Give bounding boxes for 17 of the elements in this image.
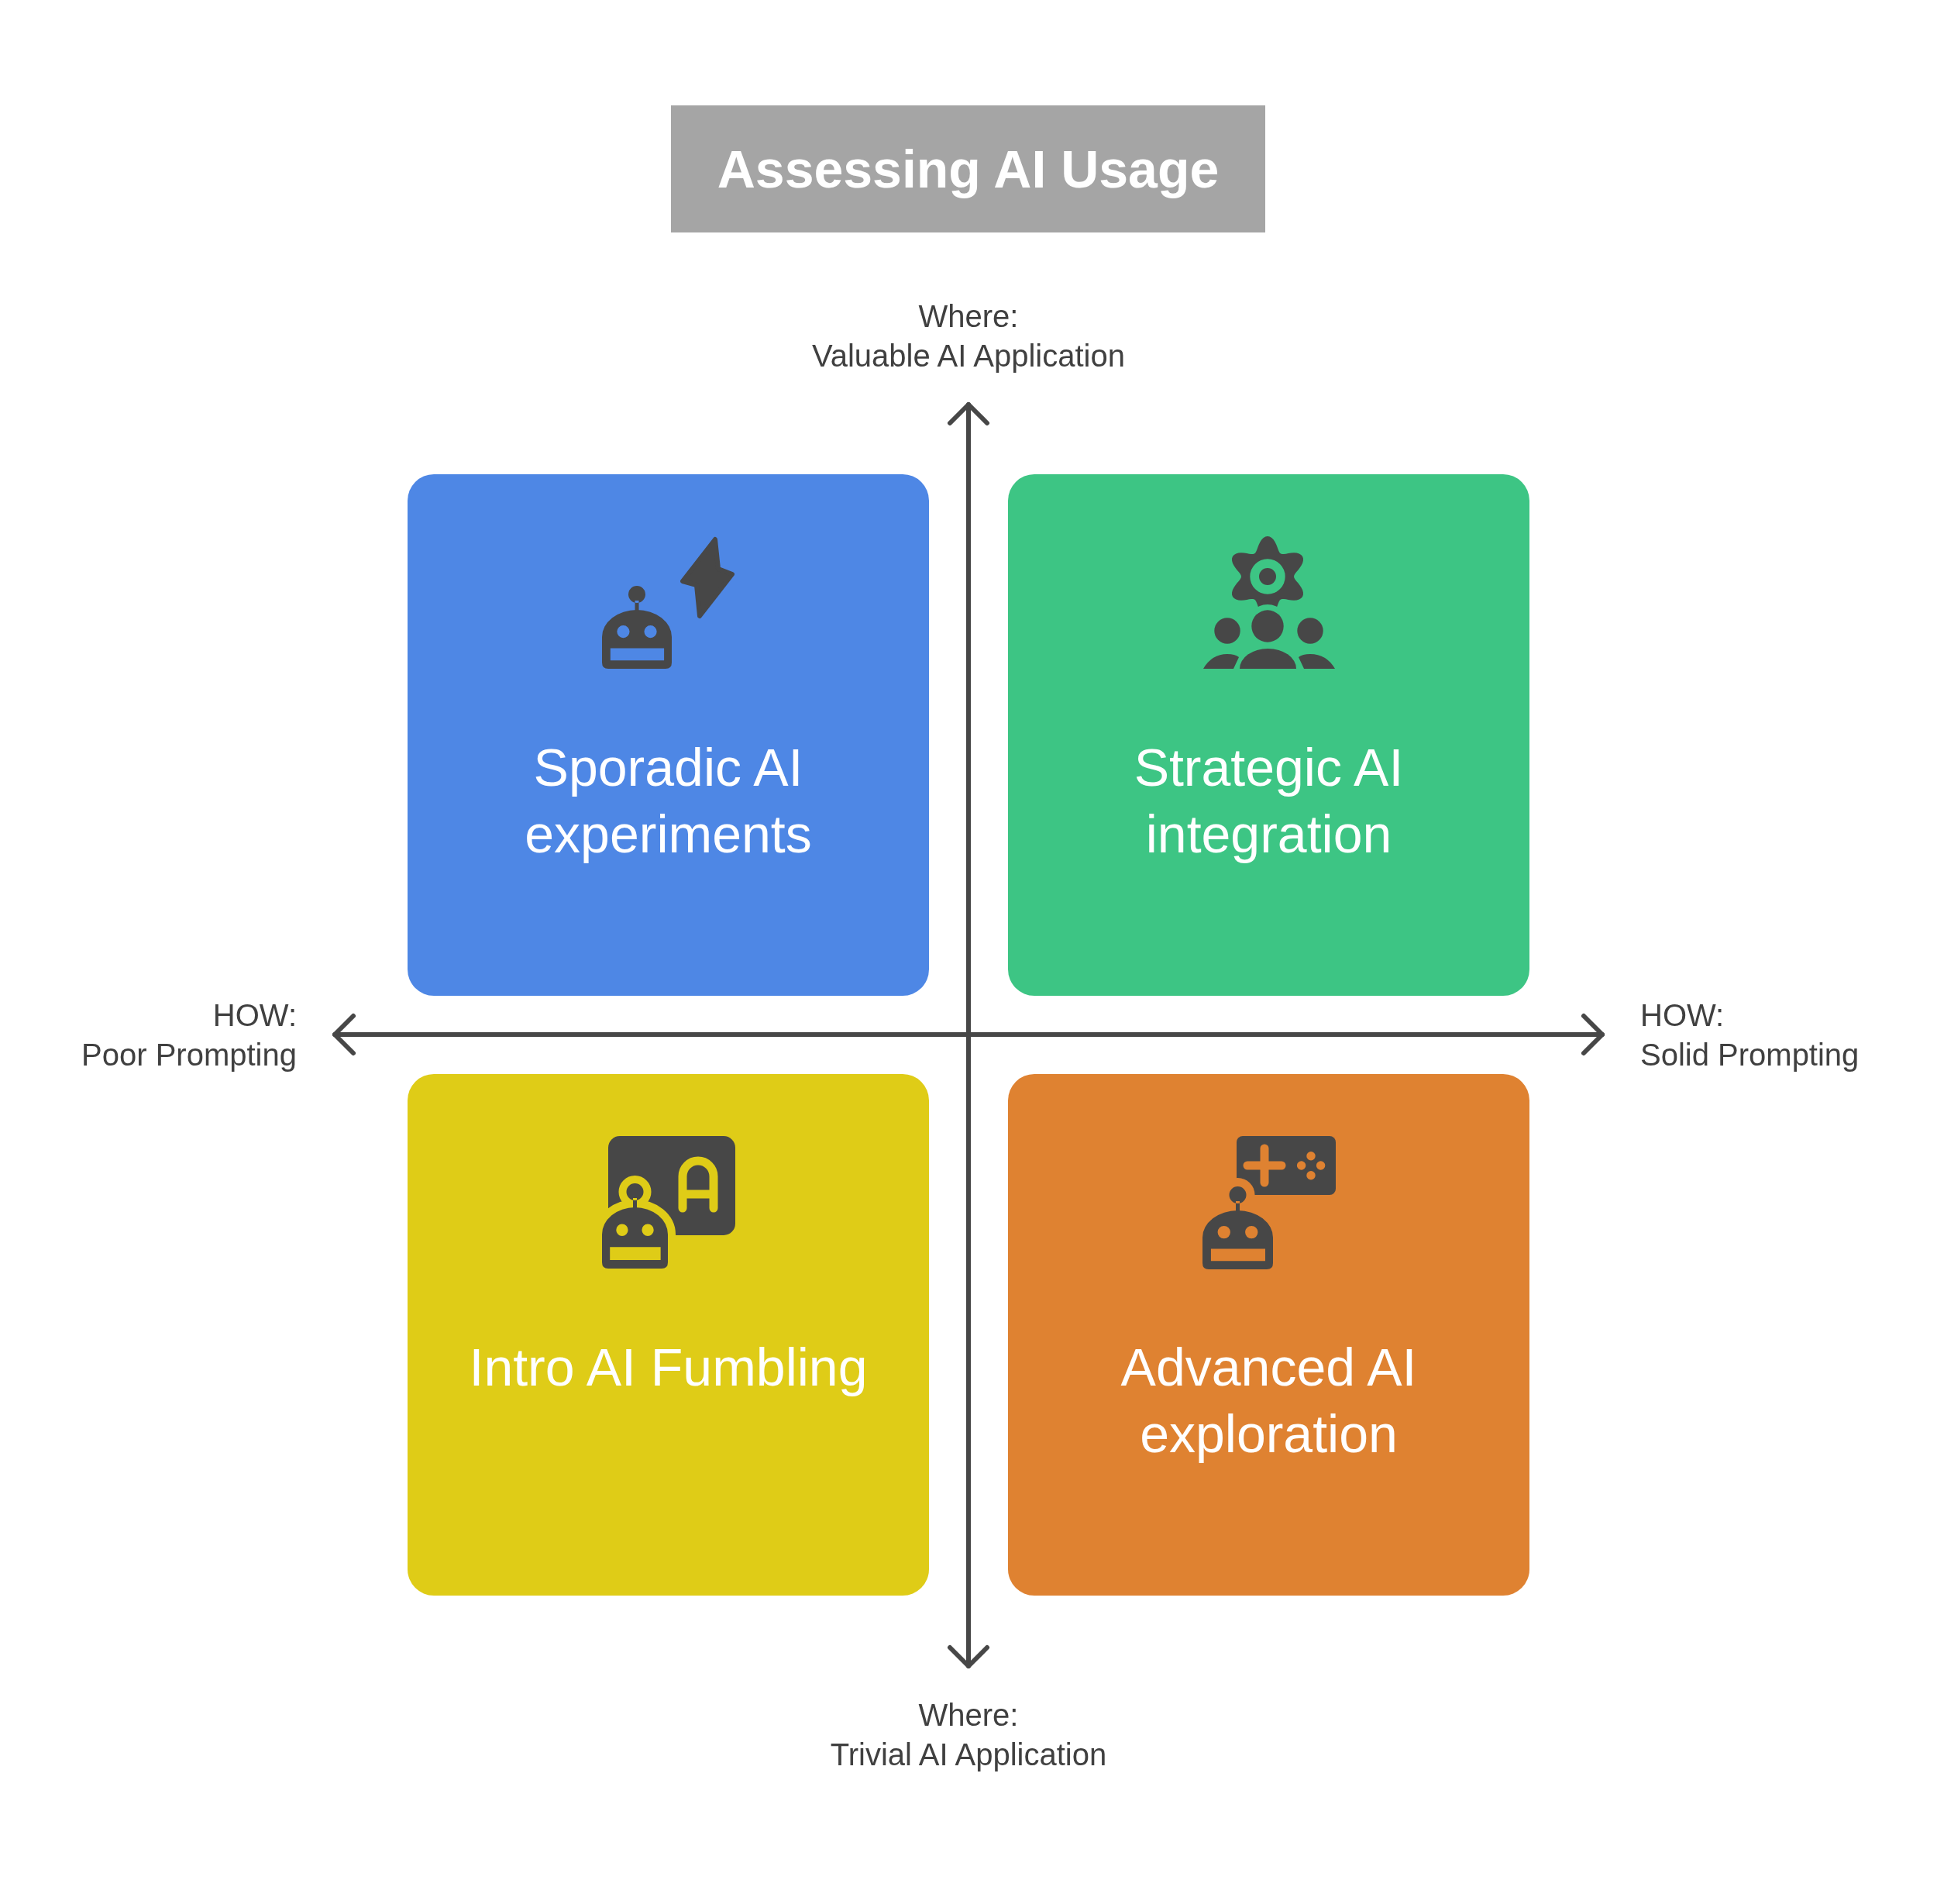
quadrant-card xyxy=(408,474,929,996)
quadrant-label: Advanced AI exploration xyxy=(1120,1337,1418,1465)
axis-label: Valuable AI Application xyxy=(812,338,1125,374)
quadrant-label: Intro AI Fumbling xyxy=(469,1337,868,1398)
axis-label: Where: xyxy=(918,298,1019,335)
axis-label: Poor Prompting xyxy=(81,1037,297,1073)
axis-label: Trivial AI Application xyxy=(830,1737,1107,1773)
quadrant-label: Sporadic AI experiments xyxy=(524,737,813,865)
quadrant-card xyxy=(1008,1074,1529,1596)
quadrant-card xyxy=(1008,474,1529,996)
axis-label: Where: xyxy=(918,1697,1019,1734)
axis-label: Solid Prompting xyxy=(1640,1037,1860,1073)
quadrant-card xyxy=(408,1074,929,1596)
axis-label: HOW: xyxy=(1640,997,1725,1034)
axis-label: HOW: xyxy=(212,997,297,1034)
quadrant-label: Strategic AI integration xyxy=(1133,737,1405,865)
title-banner: Assessing AI Usage xyxy=(671,105,1265,232)
